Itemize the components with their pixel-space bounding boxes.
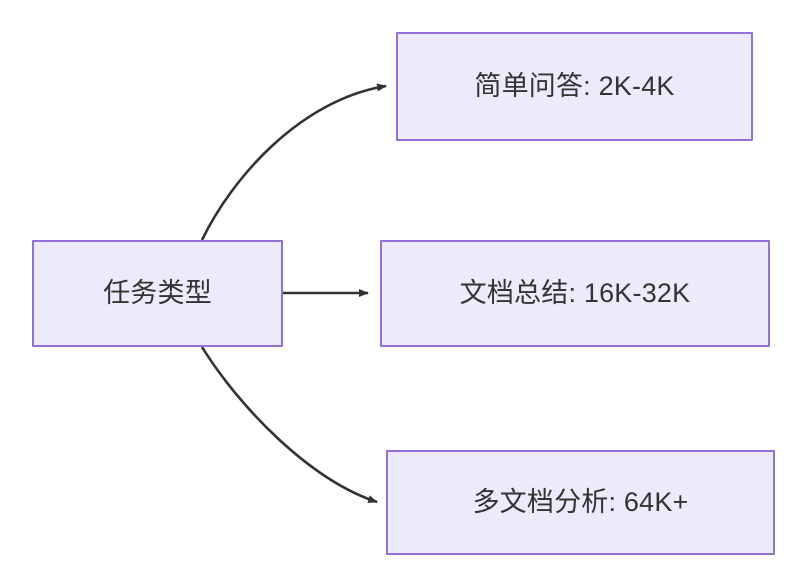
node-doc-summary[interactable]: 文档总结: 16K-32K xyxy=(380,240,770,347)
node-task-type-label: 任务类型 xyxy=(103,277,212,308)
edge-root-to-simple-qa xyxy=(200,83,387,241)
node-doc-summary-label: 文档总结: 16K-32K xyxy=(459,277,691,308)
node-multi-doc-label: 多文档分析: 64K+ xyxy=(472,486,689,517)
edge-root-to-multi-doc xyxy=(200,346,378,504)
node-simple-qa[interactable]: 简单问答: 2K-4K xyxy=(396,32,753,141)
node-task-type[interactable]: 任务类型 xyxy=(32,240,283,347)
node-multi-doc[interactable]: 多文档分析: 64K+ xyxy=(386,450,775,555)
node-simple-qa-label: 简单问答: 2K-4K xyxy=(474,70,675,101)
